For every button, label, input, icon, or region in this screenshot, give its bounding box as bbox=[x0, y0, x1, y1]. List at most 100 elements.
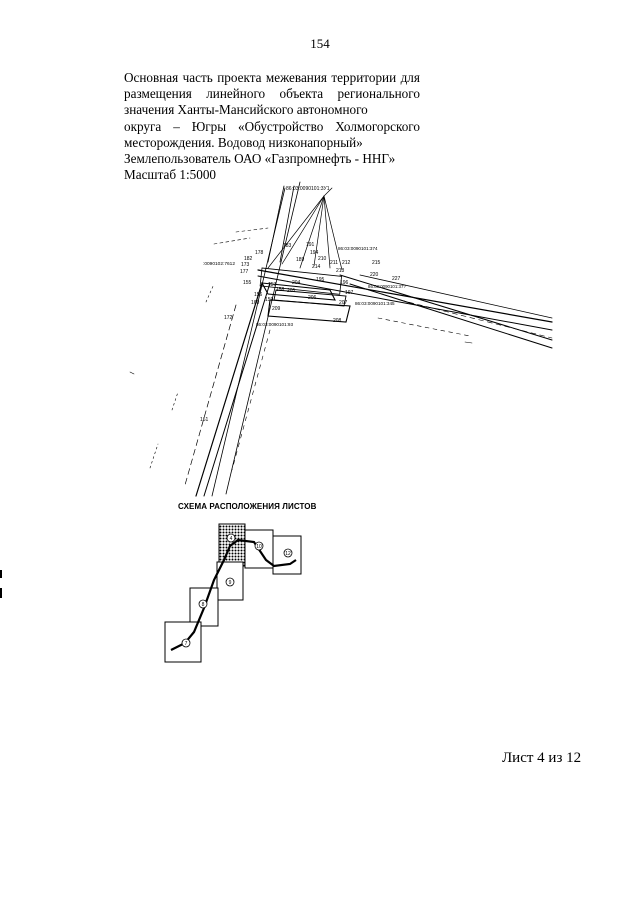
leader-line bbox=[313, 195, 325, 267]
leader-line bbox=[281, 195, 325, 265]
leader-line bbox=[323, 187, 333, 197]
dashed-boundary bbox=[399, 299, 553, 339]
point-label: 191 bbox=[306, 242, 315, 248]
header-word: проекта bbox=[217, 70, 262, 85]
header-word: «Обустройство bbox=[238, 118, 324, 134]
point-label: 155 bbox=[243, 280, 252, 286]
header-word: для bbox=[400, 70, 420, 85]
dashed-boundary bbox=[171, 391, 179, 411]
pipeline-line bbox=[349, 283, 553, 349]
header-line-1: Основная часть проекта межевания террито… bbox=[124, 70, 420, 86]
point-label: 183 bbox=[283, 243, 292, 249]
point-label: 195 bbox=[316, 277, 325, 283]
point-label: 215 bbox=[372, 260, 381, 266]
boundary-line bbox=[279, 185, 295, 263]
point-label: 178 bbox=[255, 250, 264, 256]
parcel-outline bbox=[261, 282, 336, 301]
cadastral-label: 86:03:0090101:37? bbox=[368, 284, 406, 289]
dashed-boundary bbox=[235, 227, 269, 233]
scan-artifact bbox=[0, 570, 2, 578]
document-header: Основная часть проекта межевания террито… bbox=[124, 70, 420, 183]
point-label: 213 bbox=[336, 268, 345, 274]
point-label: 172 bbox=[224, 315, 233, 321]
header-word: территории bbox=[331, 70, 397, 85]
point-label: 196 bbox=[340, 280, 349, 286]
sheet-number: 10 bbox=[256, 544, 262, 550]
point-label: 177 bbox=[240, 269, 249, 275]
point-label: 212 bbox=[342, 260, 351, 266]
cadastral-label: 86:03:0090101:345 bbox=[355, 301, 395, 306]
point-label: 161 bbox=[200, 417, 209, 423]
sheet-marker bbox=[198, 599, 208, 609]
sheet-marker bbox=[226, 533, 236, 543]
header-line-5: месторождения. Водовод низконапорный» bbox=[124, 135, 420, 151]
parcel-outline bbox=[259, 267, 343, 295]
header-word: регионального bbox=[337, 86, 420, 102]
header-word: межевания bbox=[265, 70, 327, 85]
header-text: месторождения. Водовод низконапорный» bbox=[124, 134, 363, 150]
point-label: 182 bbox=[244, 256, 253, 262]
cadastral-label: 86:03:0090101:93 bbox=[256, 322, 293, 327]
header-line-3: значения Ханты-Мансийского автономного bbox=[124, 102, 420, 118]
point-label: 209 bbox=[272, 306, 281, 312]
sheet-marker bbox=[283, 548, 293, 558]
pipeline-line bbox=[257, 269, 553, 323]
pipeline-route bbox=[170, 538, 297, 651]
pipeline-line bbox=[257, 275, 553, 331]
dashed-boundary bbox=[464, 341, 473, 344]
point-label: 206 bbox=[308, 295, 317, 301]
sheet-number: 7 bbox=[185, 641, 188, 647]
point-label: 220 bbox=[370, 272, 379, 278]
sheet-label: Лист 4 из 12 bbox=[502, 750, 582, 766]
scan-artifact bbox=[0, 588, 2, 598]
sheet-number: 12 bbox=[285, 551, 291, 557]
point-label: 207 bbox=[339, 300, 348, 306]
point-label: 157 bbox=[268, 282, 277, 288]
point-label: 227 bbox=[392, 276, 401, 282]
header-text: значения Ханты-Мансийского автономного bbox=[124, 102, 368, 118]
sheet-frame bbox=[216, 561, 244, 601]
leader-line bbox=[299, 195, 325, 269]
header-word: – bbox=[173, 118, 180, 134]
scheme-title: СХЕМА РАСПОЛОЖЕНИЯ ЛИСТОВ bbox=[178, 502, 317, 511]
dashed-boundary bbox=[377, 317, 471, 337]
leader-line bbox=[323, 195, 343, 271]
dashed-boundary bbox=[213, 237, 251, 245]
header-word: округа bbox=[124, 118, 162, 134]
dashed-boundary bbox=[184, 304, 237, 486]
point-label: 173 bbox=[241, 262, 250, 268]
dashed-boundary bbox=[129, 371, 135, 375]
cadastral-label: 86:03:0090101:3У1 bbox=[286, 186, 330, 192]
parcel-outline bbox=[273, 289, 347, 307]
sheet-number: 8 bbox=[202, 602, 205, 608]
dashed-boundary bbox=[149, 443, 159, 469]
point-label: 197 bbox=[345, 290, 354, 296]
header-word: часть bbox=[182, 70, 213, 85]
boundary-line bbox=[267, 185, 285, 263]
dashed-boundary bbox=[205, 283, 215, 303]
corridor-line bbox=[195, 282, 263, 497]
header-word: объекта bbox=[279, 86, 324, 102]
header-text: Землепользователь ОАО «Газпромнефть - НН… bbox=[124, 151, 396, 167]
point-label: 160 bbox=[251, 300, 260, 306]
leader-line bbox=[323, 195, 331, 269]
cadastral-label: 86:03:0090101:374 bbox=[338, 246, 378, 251]
sheet-marker bbox=[181, 638, 191, 648]
sheet-number: 9 bbox=[229, 580, 232, 586]
sheet-number: 4 bbox=[230, 536, 233, 542]
header-text: Масштаб 1:5000 bbox=[124, 167, 217, 183]
header-word: размещения bbox=[124, 86, 192, 102]
header-word: линейного bbox=[206, 86, 266, 102]
point-label: 156 bbox=[254, 292, 263, 298]
header-word: Холмогорского bbox=[335, 118, 420, 134]
header-word: Югры bbox=[191, 118, 227, 134]
header-line-4: округа – Югры «Обустройство Холмогорског… bbox=[124, 119, 420, 135]
point-label: 205 bbox=[287, 288, 296, 294]
header-word: Основная bbox=[124, 70, 179, 85]
point-label: 214 bbox=[312, 264, 321, 270]
sheet-marker bbox=[225, 577, 235, 587]
point-label: 158 bbox=[276, 287, 285, 293]
sheet-scheme: 4 10 12 9 8 7 bbox=[164, 523, 302, 663]
page-number: 154 bbox=[310, 36, 330, 51]
